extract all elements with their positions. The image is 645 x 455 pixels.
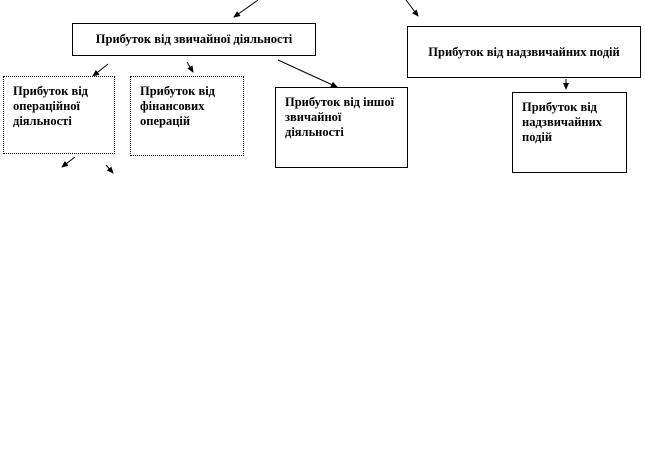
box-operating-activity: Прибуток від операційної діяльності	[3, 76, 115, 154]
arrow-top-left	[233, 0, 259, 18]
operating-activity-label: Прибуток від операційної діяльності	[13, 84, 88, 128]
extraordinary-events-label: Прибуток від надзвичайних подій	[522, 100, 603, 144]
arrow-operating-right	[105, 164, 114, 174]
box-financial-operations: Прибуток від фінансових операцій	[130, 76, 244, 156]
ordinary-activity-label: Прибуток від звичайної діяльності	[95, 32, 293, 46]
box-other-ordinary-activity: Прибуток від іншої звичайної діяльності	[275, 87, 408, 168]
arrow-to-other	[277, 59, 338, 88]
box-ordinary-activity: Прибуток від звичайної діяльності	[72, 23, 316, 56]
box-extraordinary-events-header: Прибуток від надзвичайних подій	[407, 26, 641, 78]
other-ordinary-activity-label: Прибуток від іншої звичайної діяльності	[285, 95, 395, 139]
arrow-to-financial	[186, 61, 194, 73]
financial-operations-label: Прибуток від фінансових операцій	[140, 84, 215, 128]
extraordinary-events-header-label: Прибуток від надзвичайних подій	[428, 44, 620, 59]
arrow-top-right	[405, 0, 419, 17]
arrow-operating-left	[61, 156, 76, 168]
box-extraordinary-events: Прибуток від надзвичайних подій	[512, 92, 627, 173]
arrow-to-operating	[92, 63, 109, 77]
